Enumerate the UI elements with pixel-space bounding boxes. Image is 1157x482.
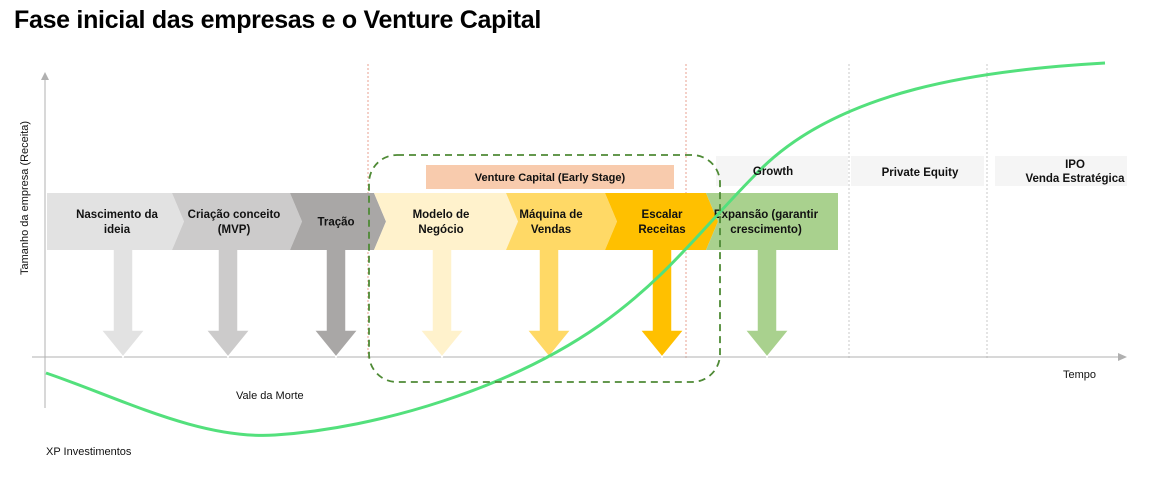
stage-chevron-7 <box>706 193 838 250</box>
stage-chevron-5 <box>506 193 617 250</box>
venture-capital-box <box>426 165 674 189</box>
private-equity-stage-bg <box>851 156 984 186</box>
stage-label-2: Criação conceito(MVP) <box>188 209 281 236</box>
stage-down-arrow-4 <box>418 247 466 359</box>
stage-label-3: Tração <box>317 217 354 229</box>
stage-down-arrows <box>99 247 791 359</box>
y-axis-label: Tamanho da empresa (Receita) <box>19 121 31 275</box>
venture-capital-label: Venture Capital (Early Stage) <box>475 172 626 184</box>
source-label: XP Investimentos <box>46 446 132 458</box>
private-equity-label: Private Equity <box>882 167 959 179</box>
y-axis-arrowhead <box>41 72 49 80</box>
stage-down-arrow-1 <box>99 247 147 359</box>
stage-chevron-6 <box>605 193 718 250</box>
stage-down-arrow-3 <box>312 247 360 359</box>
stage-chevron-3 <box>290 193 386 250</box>
stage-chevron-4 <box>374 193 518 250</box>
stage-down-arrow-2 <box>204 247 252 359</box>
stage-chevron-1 <box>47 193 184 250</box>
stage-down-arrow-7 <box>743 247 791 359</box>
stage-down-arrow-5 <box>525 247 573 359</box>
x-axis-label: Tempo <box>1063 369 1096 381</box>
early-stage-highlight <box>368 154 721 383</box>
growth-label: Growth <box>753 166 793 178</box>
company-growth-curve <box>45 61 1106 437</box>
growth-stage-bg <box>716 156 848 186</box>
x-axis-arrowhead <box>1118 353 1127 361</box>
page-title: Fase inicial das empresas e o Venture Ca… <box>14 6 542 34</box>
stage-down-arrow-6 <box>638 247 686 359</box>
ipo-stage-bg <box>995 156 1127 186</box>
valley-of-death-label: Vale da Morte <box>236 390 304 402</box>
stage-chevron-2 <box>172 193 302 250</box>
